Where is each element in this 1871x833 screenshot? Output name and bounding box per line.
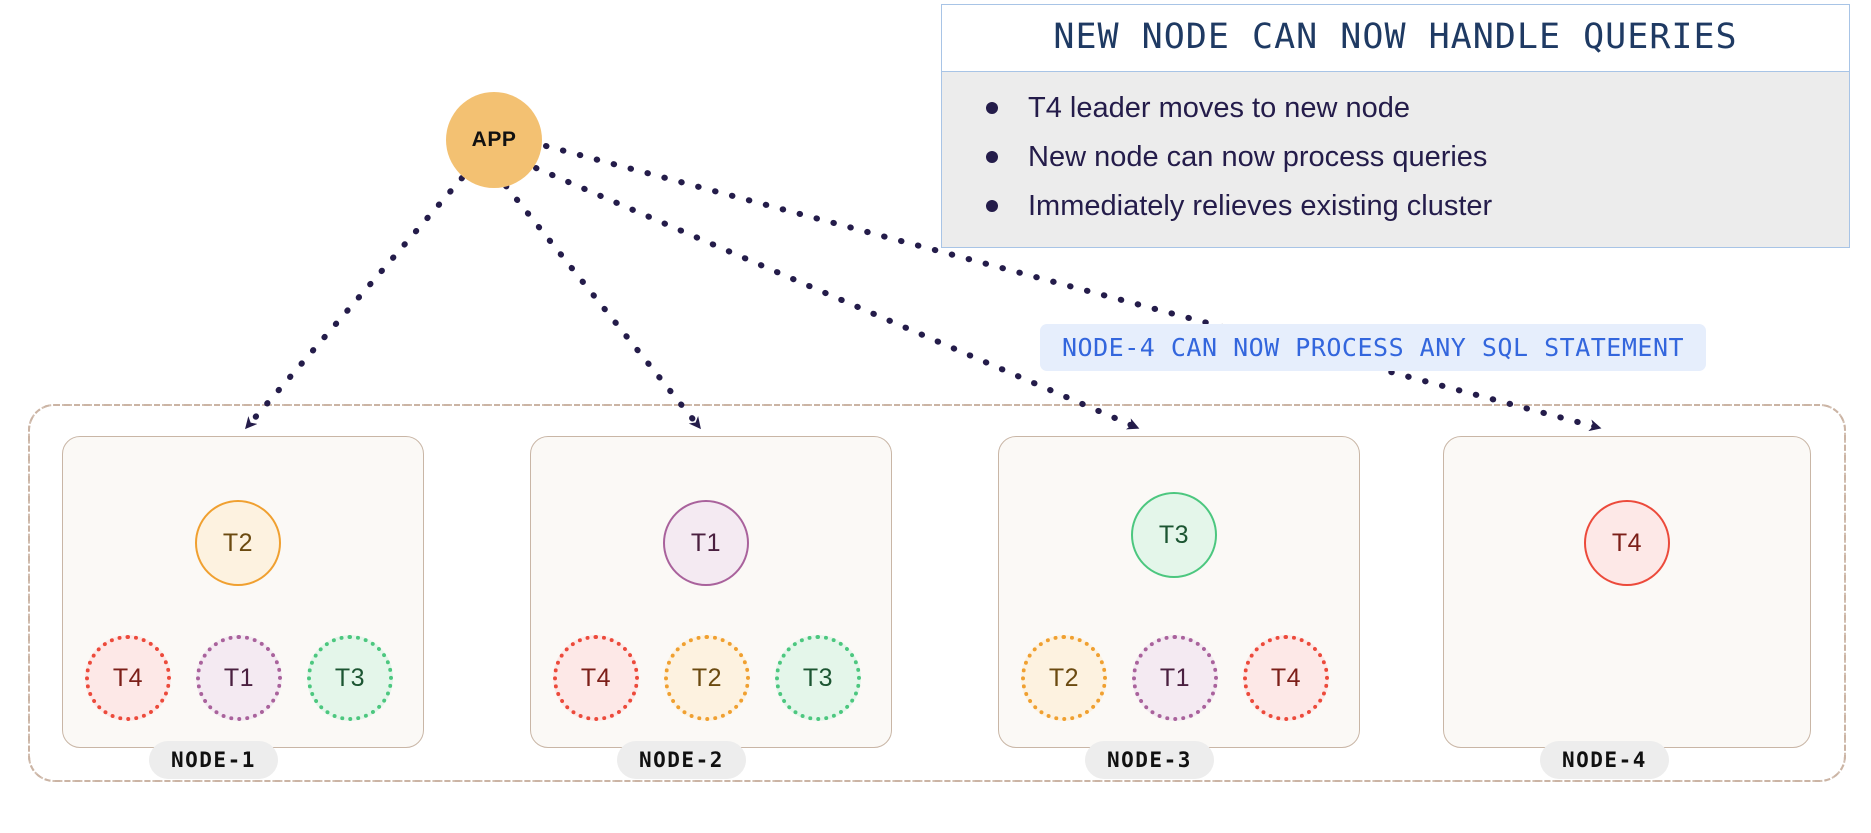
leader-replica-node-1[interactable]: T2	[195, 500, 281, 586]
header-callout: NEW NODE CAN NOW HANDLE QUERIES T4 leade…	[941, 4, 1850, 248]
header-bullet-item: T4 leader moves to new node	[986, 84, 1849, 133]
follower-replica-node-2-0[interactable]: T4	[553, 635, 639, 721]
follower-replica-node-1-0[interactable]: T4	[85, 635, 171, 721]
follower-replica-node-2-2[interactable]: T3	[775, 635, 861, 721]
follower-label: T1	[1159, 663, 1191, 692]
node-label-node-4: NODE-4	[1540, 741, 1669, 779]
follower-label: T4	[580, 663, 612, 692]
follower-label: T1	[223, 663, 255, 692]
follower-label: T4	[1270, 663, 1302, 692]
header-bullet-text: New node can now process queries	[1028, 140, 1488, 173]
sub-callout-banner: NODE-4 CAN NOW PROCESS ANY SQL STATEMENT	[1040, 324, 1707, 371]
header-bullet-text: Immediately relieves existing cluster	[1028, 189, 1493, 222]
leader-label: T1	[690, 528, 722, 557]
header-bullet-text: T4 leader moves to new node	[1028, 92, 1411, 124]
follower-replica-node-1-2[interactable]: T3	[307, 635, 393, 721]
node-label-node-3: NODE-3	[1085, 741, 1214, 779]
leader-replica-node-4[interactable]: T4	[1584, 500, 1670, 586]
follower-replica-node-3-1[interactable]: T1	[1132, 635, 1218, 721]
node-box-node-4[interactable]	[1443, 436, 1811, 748]
leader-replica-node-3[interactable]: T3	[1131, 492, 1217, 578]
bullet-dot-icon	[986, 102, 998, 115]
follower-replica-node-3-0[interactable]: T2	[1021, 635, 1107, 721]
header-bullet-list: T4 leader moves to new node New node can…	[942, 72, 1849, 247]
follower-label: T3	[334, 663, 366, 692]
leader-replica-node-2[interactable]: T1	[663, 500, 749, 586]
follower-replica-node-1-1[interactable]: T1	[196, 635, 282, 721]
header-bullet-item: New node can now process queries	[986, 133, 1849, 182]
leader-label: T2	[222, 528, 254, 557]
follower-label: T3	[802, 663, 834, 692]
follower-label: T4	[112, 663, 144, 692]
leader-label: T3	[1158, 520, 1190, 549]
follower-replica-node-3-2[interactable]: T4	[1243, 635, 1329, 721]
follower-replica-node-2-1[interactable]: T2	[664, 635, 750, 721]
leader-label: T4	[1611, 528, 1643, 557]
follower-label: T2	[1048, 663, 1080, 692]
app-node[interactable]: APP	[446, 92, 542, 188]
node-label-node-1: NODE-1	[149, 741, 278, 779]
node-label-node-2: NODE-2	[617, 741, 746, 779]
bullet-dot-icon	[986, 151, 998, 164]
follower-label: T2	[691, 663, 723, 692]
app-label: APP	[471, 128, 517, 151]
header-title: NEW NODE CAN NOW HANDLE QUERIES	[942, 5, 1849, 72]
header-bullet-item: Immediately relieves existing cluster	[986, 182, 1849, 231]
bullet-dot-icon	[986, 200, 998, 213]
